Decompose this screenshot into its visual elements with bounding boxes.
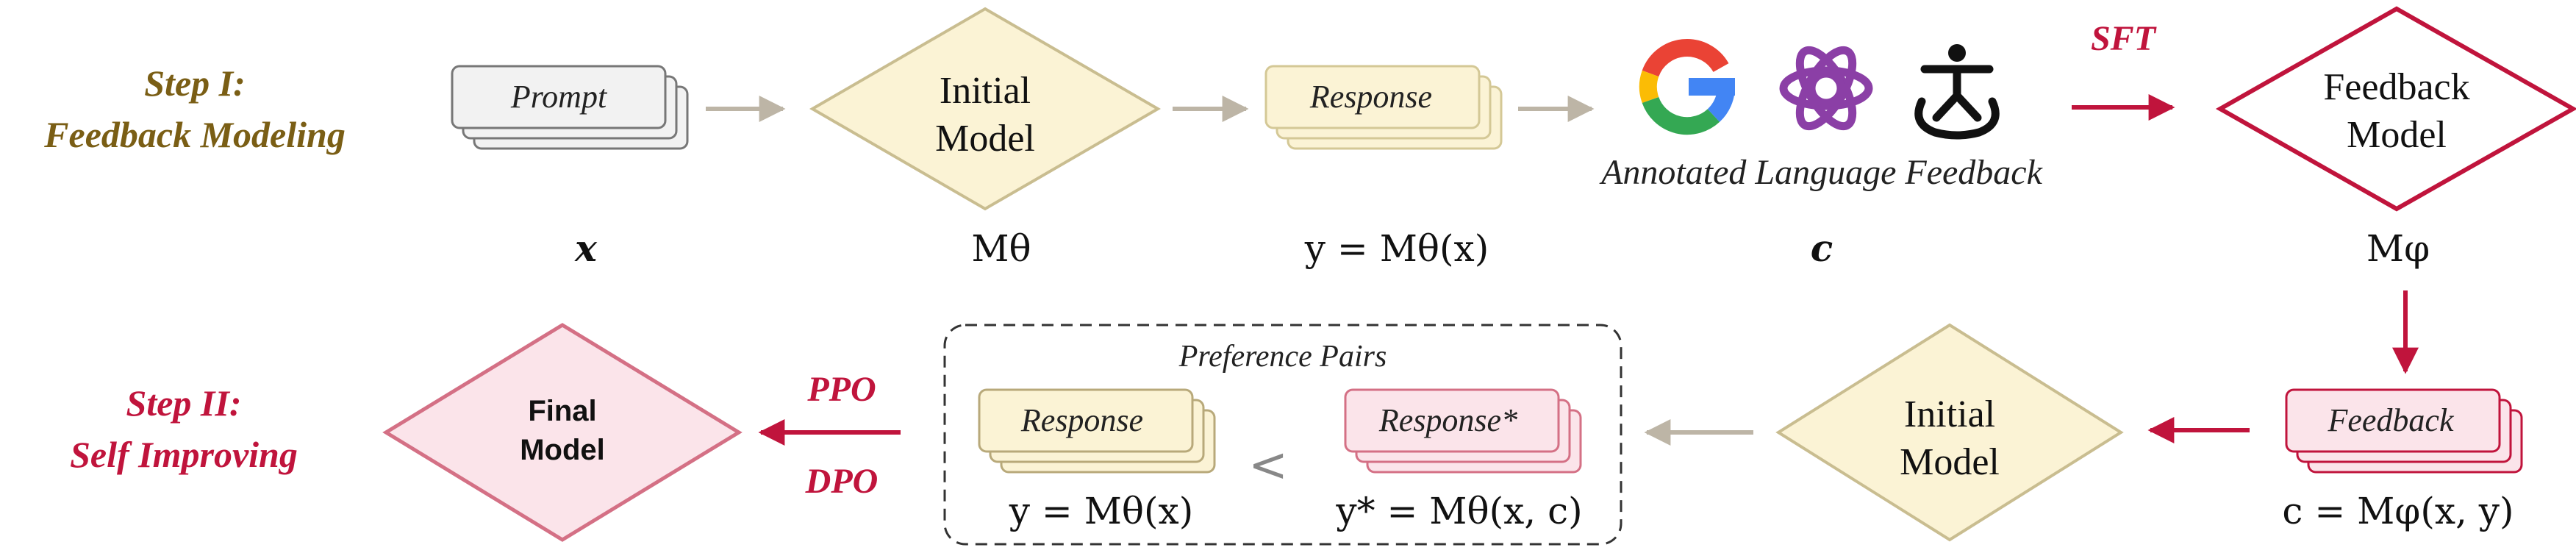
dpo-label: DPO xyxy=(805,462,879,501)
final-model: Final Model xyxy=(382,323,743,542)
math-m-phi: Mφ xyxy=(2366,227,2430,270)
step2-subtitle: Self Improving xyxy=(70,434,298,475)
step2-title: Step II: xyxy=(126,382,242,424)
step1-subtitle: Feedback Modeling xyxy=(43,114,346,155)
human-annotator-icon xyxy=(1914,44,2000,140)
final-model-line1: Final xyxy=(528,395,596,427)
math-c: c xyxy=(1811,226,1833,270)
response-left-card: Response xyxy=(978,388,1216,474)
google-logo-icon xyxy=(1639,39,1736,135)
feedback-model-line2: Model xyxy=(2347,114,2447,156)
preference-pairs-box: Preference Pairs Response < Response* y … xyxy=(943,324,1622,546)
math-y-left: y = Mθ(x) xyxy=(1009,490,1193,532)
math-c-eq: c = Mφ(x, y) xyxy=(2282,490,2514,532)
final-model-line2: Model xyxy=(520,434,605,466)
response-left-label: Response xyxy=(1020,402,1143,438)
initial-model-bottom-line2: Model xyxy=(1900,441,2000,483)
annotated-feedback-label: Annotated Language Feedback xyxy=(1599,153,2044,192)
response-top-card: Response xyxy=(1264,65,1503,150)
response-top-label: Response xyxy=(1309,79,1432,115)
initial-model-top-line1: Initial xyxy=(940,70,1031,112)
prompt-label: Prompt xyxy=(510,79,608,115)
response-right-card: Response* xyxy=(1344,388,1582,474)
math-y-star: y* = Mθ(x, c) xyxy=(1335,490,1582,532)
prompt-card: Prompt xyxy=(451,65,689,150)
step1-title: Step I: xyxy=(144,63,246,104)
math-x: x xyxy=(574,226,598,270)
initial-model-top-line2: Model xyxy=(935,118,1035,160)
initial-model-bottom: Initial Model xyxy=(1775,323,2124,542)
initial-model-top: Initial Model xyxy=(809,7,1161,211)
response-right-label: Response* xyxy=(1378,402,1517,438)
initial-model-bottom-line1: Initial xyxy=(1904,393,1995,435)
feedback-model-line1: Feedback xyxy=(2323,66,2469,108)
less-than-symbol: < xyxy=(1248,438,1288,493)
feedback-card: Feedback xyxy=(2285,388,2523,474)
openai-logo-icon xyxy=(1779,46,1873,131)
feedback-card-label: Feedback xyxy=(2328,402,2455,438)
sft-label: SFT xyxy=(2091,19,2157,58)
math-y-eq: y = Mθ(x) xyxy=(1304,227,1489,270)
preference-pairs-title: Preference Pairs xyxy=(1178,340,1387,374)
math-m-theta: Mθ xyxy=(971,227,1031,270)
feedback-model: Feedback Model xyxy=(2215,6,2576,212)
ppo-label: PPO xyxy=(806,370,876,409)
